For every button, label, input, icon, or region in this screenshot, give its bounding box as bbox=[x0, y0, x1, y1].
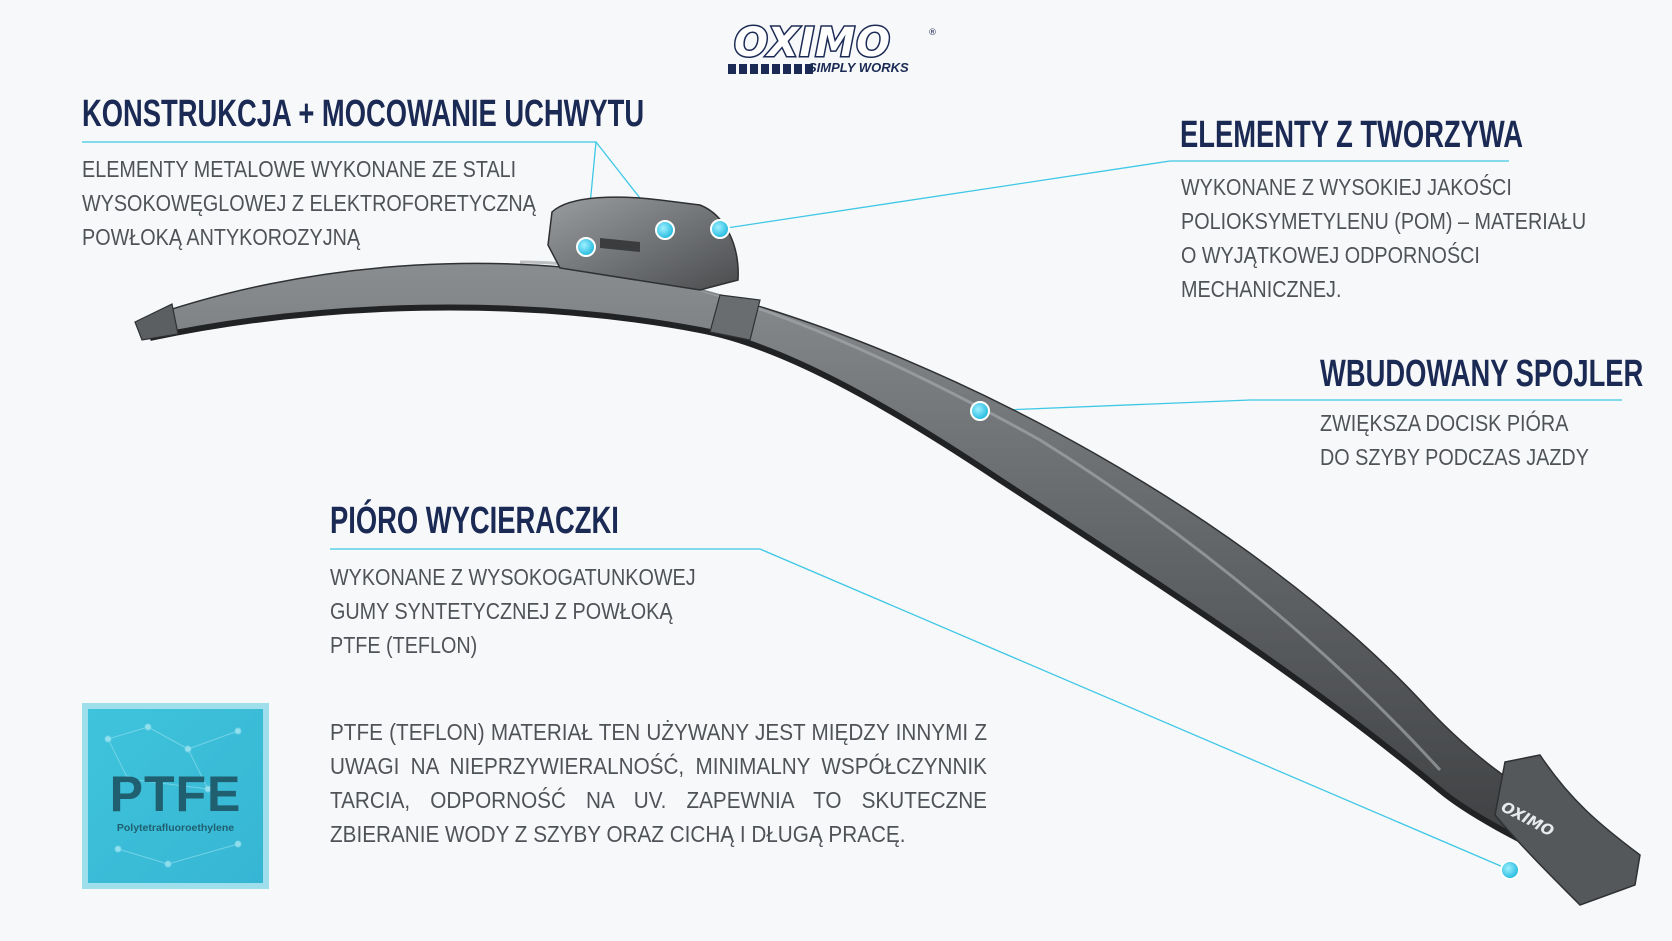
desc-plastic: WYKONANE Z WYSOKIEJ JAKOŚCI POLIOKSYMETY… bbox=[1181, 170, 1586, 306]
dot-rubber bbox=[1500, 860, 1520, 880]
desc-line: ELEMENTY METALOWE WYKONANE ZE STALI bbox=[82, 156, 517, 182]
dot-plastic bbox=[710, 219, 730, 239]
dot-adapter bbox=[655, 220, 675, 240]
desc-construction: ELEMENTY METALOWE WYKONANE ZE STALI WYSO… bbox=[82, 152, 536, 254]
blade-rubber-edge bbox=[149, 304, 1562, 863]
blade-joint bbox=[709, 294, 761, 341]
molecule-pattern-icon bbox=[104, 723, 242, 868]
oximo-logo: OXIMO ® SIMPLY WORKS bbox=[728, 19, 938, 78]
desc-line: PTFE (TEFLON) bbox=[330, 632, 478, 658]
dot-steel-frame bbox=[576, 237, 596, 257]
desc-line: WYKONANE Z WYSOKOGATUNKOWEJ bbox=[330, 564, 696, 590]
heading-blade: PIÓRO WYCIERACZKI bbox=[330, 500, 619, 542]
desc-line: O WYJĄTKOWEJ ODPORNOŚCI bbox=[1181, 242, 1480, 268]
leader-plastic bbox=[719, 160, 1509, 230]
callout-dots bbox=[576, 219, 1520, 880]
blade-end-cap bbox=[1494, 754, 1641, 906]
ptfe-note: PTFE (TEFLON) MATERIAŁ TEN UŻYWANY JEST … bbox=[330, 719, 987, 847]
desc-line: DO SZYBY PODCZAS JAZDY bbox=[1320, 444, 1589, 470]
leader-blade bbox=[330, 548, 1511, 871]
heading-construction: KONSTRUKCJA + MOCOWANIE UCHWYTU bbox=[82, 93, 645, 135]
adapter-mount bbox=[547, 196, 739, 291]
leader-spoiler bbox=[979, 399, 1622, 412]
dot-spoiler bbox=[970, 401, 990, 421]
logo-speed-bars bbox=[728, 64, 813, 74]
desc-line: MECHANICZNEJ. bbox=[1181, 276, 1342, 302]
ptfe-badge-title: PTFE bbox=[109, 766, 242, 822]
logo-wordmark: OXIMO bbox=[732, 19, 892, 68]
heading-spoiler: WBUDOWANY SPOJLER bbox=[1320, 353, 1644, 395]
desc-line: WYSOKOWĘGLOWEJ Z ELEKTROFORETYCZNĄ bbox=[82, 190, 536, 216]
logo-tagline: SIMPLY WORKS bbox=[808, 60, 909, 75]
ptfe-badge: PTFE Polytetrafluoroethylene bbox=[82, 703, 269, 889]
desc-spoiler: ZWIĘKSZA DOCISK PIÓRA DO SZYBY PODCZAS J… bbox=[1320, 406, 1589, 474]
blade-spoiler-ridge bbox=[519, 260, 1442, 772]
desc-line: ZWIĘKSZA DOCISK PIÓRA bbox=[1320, 410, 1569, 436]
desc-line: POWŁOKĄ ANTYKOROZYJNĄ bbox=[82, 224, 361, 250]
desc-blade: WYKONANE Z WYSOKOGATUNKOWEJ GUMY SYNTETY… bbox=[330, 560, 696, 662]
desc-line: WYKONANE Z WYSOKIEJ JAKOŚCI bbox=[1181, 174, 1512, 200]
desc-line: GUMY SYNTETYCZNEJ Z POWŁOKĄ bbox=[330, 598, 673, 624]
logo-registered-mark: ® bbox=[928, 28, 937, 38]
heading-plastic: ELEMENTY Z TWORZYWA bbox=[1180, 114, 1524, 156]
ptfe-badge-subtitle: Polytetrafluoroethylene bbox=[116, 822, 235, 834]
desc-line: POLIOKSYMETYLENU (POM) – MATERIAŁU bbox=[1181, 208, 1587, 234]
adapter-slot bbox=[600, 238, 640, 252]
blade-left-tip bbox=[134, 303, 179, 341]
